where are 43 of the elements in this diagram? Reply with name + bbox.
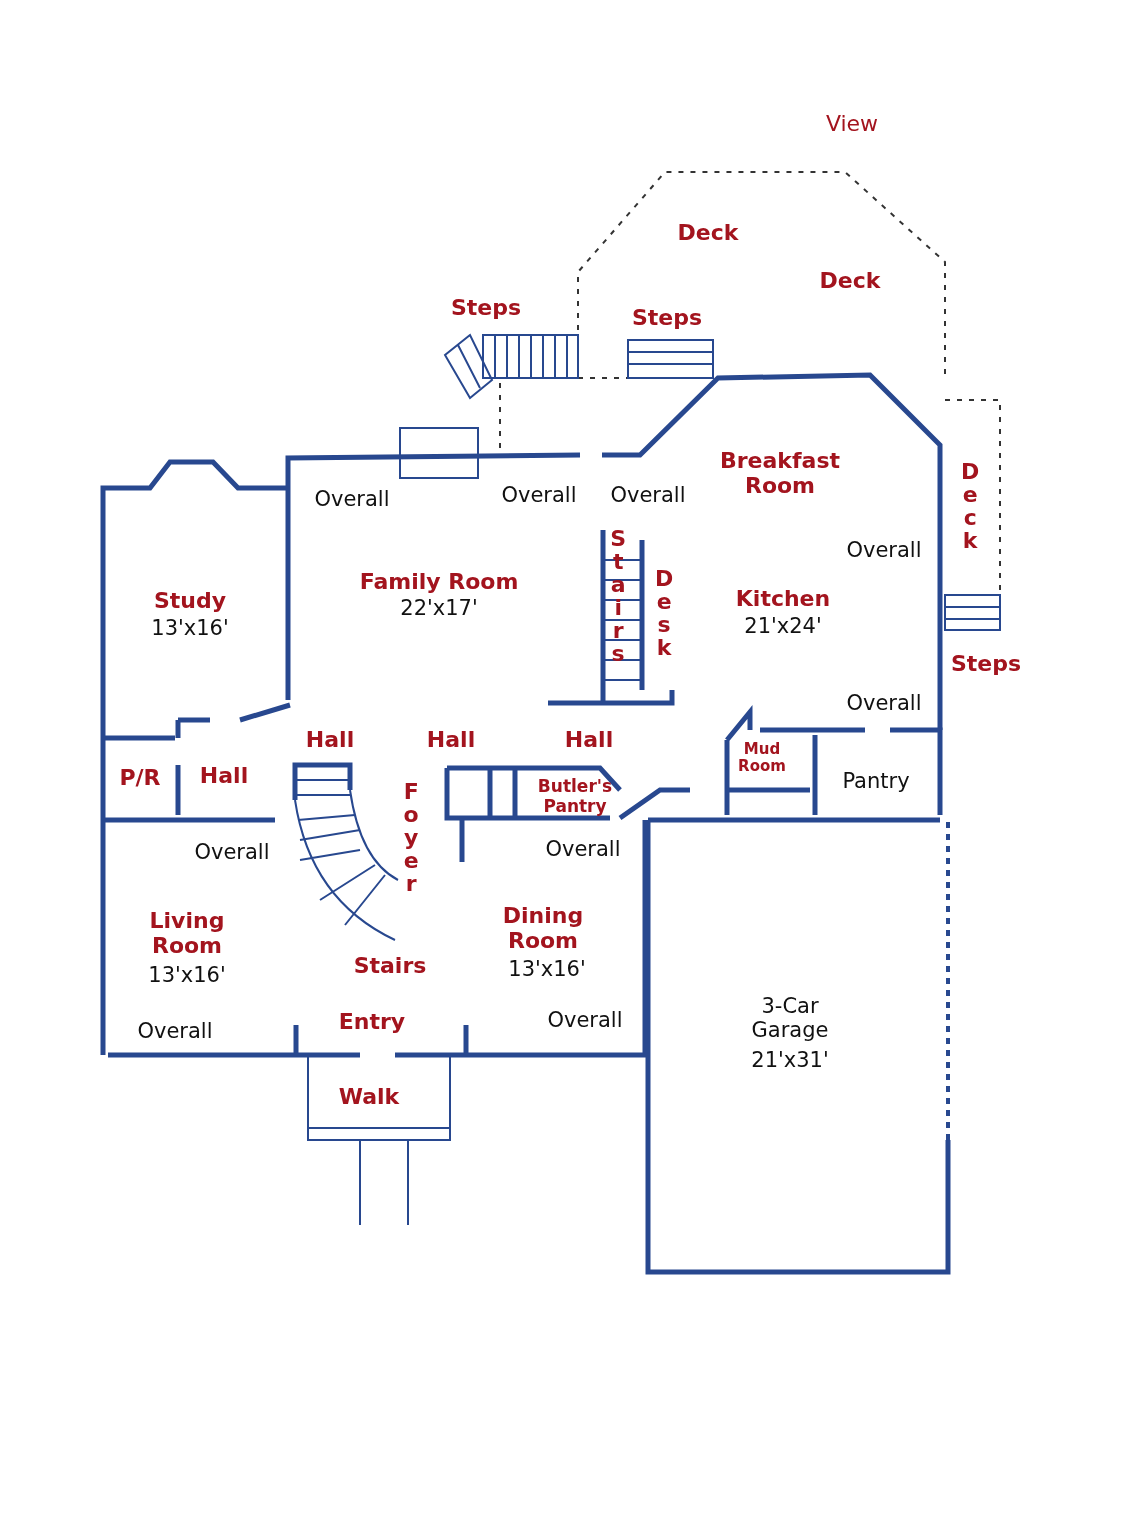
overall-label: Overall xyxy=(545,836,621,862)
area-name: Desk xyxy=(651,566,677,658)
overall-label: Overall xyxy=(314,486,390,512)
room-name: Hall xyxy=(305,727,355,753)
overall-label: Overall xyxy=(501,482,577,508)
overall-label: Overall xyxy=(194,839,270,865)
room-name: Hall xyxy=(426,727,476,753)
area-name: Deck xyxy=(819,268,881,294)
room-name: P/R xyxy=(119,765,161,791)
room-dimension: 21'x24' xyxy=(744,613,822,639)
area-name: Entry xyxy=(338,1009,406,1035)
area-name: Deck xyxy=(957,459,983,551)
room-dimension: 21'x31' xyxy=(751,1047,829,1073)
overall-label: Overall xyxy=(846,537,922,563)
area-name: Steps xyxy=(950,651,1022,677)
area-name: Stairs xyxy=(605,526,631,664)
room-name: Hall xyxy=(199,763,249,789)
area-name: Steps xyxy=(631,305,703,331)
area-name: Deck xyxy=(677,220,739,246)
overall-label: Overall xyxy=(137,1018,213,1044)
room-dimension: 22'x17' xyxy=(400,595,478,621)
room-dimension: 13'x16' xyxy=(508,956,586,982)
room-name: Butler's Pantry xyxy=(536,777,614,817)
direction-label: View xyxy=(825,111,879,137)
room-name: 3-Car Garage xyxy=(750,993,830,1043)
overall-label: Overall xyxy=(547,1007,623,1033)
room-name: Kitchen xyxy=(735,586,831,612)
room-name: Dining Room xyxy=(501,902,585,954)
room-name: Living Room xyxy=(148,907,226,959)
room-dimension: 13'x16' xyxy=(151,615,229,641)
room-name: Foyer xyxy=(398,778,424,894)
room-name: Mud Room xyxy=(737,740,787,776)
room-dimension: 13'x16' xyxy=(148,962,226,988)
room-name: Study xyxy=(153,588,227,614)
area-name: Walk xyxy=(338,1084,400,1110)
room-name: Pantry xyxy=(842,768,910,794)
area-name: Stairs xyxy=(353,953,427,979)
overall-label: Overall xyxy=(610,482,686,508)
room-name: Hall xyxy=(564,727,614,753)
area-name: Steps xyxy=(450,295,522,321)
room-name: Family Room xyxy=(359,569,519,595)
overall-label: Overall xyxy=(846,690,922,716)
room-name: Breakfast Room xyxy=(718,447,841,499)
